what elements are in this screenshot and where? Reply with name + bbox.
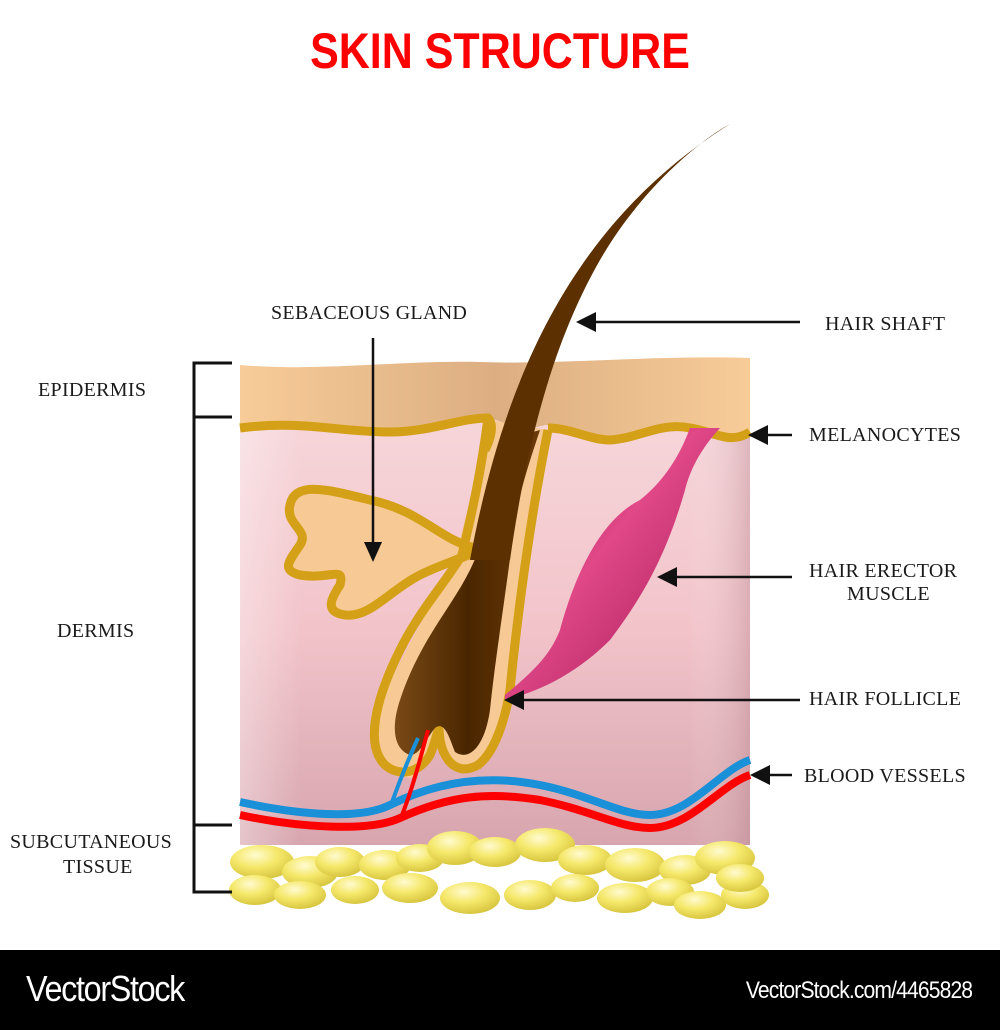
diagram-title: SKIN STRUCTURE [310, 23, 690, 79]
label-epidermis: EPIDERMIS [38, 379, 147, 401]
label-dermis: DERMIS [57, 620, 135, 642]
watermark-footer: VectorStock VectorStock.com/4465828 [0, 950, 1000, 1030]
label-subcutaneous-line2: TISSUE [63, 856, 133, 878]
brand-logo: VectorStock [26, 968, 185, 1009]
callout-arrows [364, 312, 800, 785]
artery [239, 771, 752, 833]
label-hair-erector-line2: MUSCLE [847, 583, 930, 605]
label-hair-follicle: HAIR FOLLICLE [809, 688, 962, 710]
hair-shaft [470, 124, 730, 560]
label-melanocytes: MELANOCYTES [809, 424, 962, 446]
epidermis-layer [240, 357, 750, 439]
layer-bracket [192, 361, 232, 894]
hair-erector-muscle [505, 428, 720, 700]
sebaceous-gland [284, 484, 480, 620]
label-subcutaneous-line1: SUBCUTANEOUS [10, 831, 173, 853]
image-reference: VectorStock.com/4465828 [745, 977, 973, 1004]
hair-follicle [369, 417, 553, 777]
fat-cells [229, 828, 769, 919]
label-sebaceous-gland: SEBACEOUS GLAND [271, 302, 468, 324]
label-hair-erector-line1: HAIR ERECTOR [809, 560, 958, 582]
vein [239, 756, 752, 820]
basement-membrane [239, 413, 496, 453]
label-blood-vessels: BLOOD VESSELS [804, 765, 966, 787]
skin-cross-section [192, 124, 800, 919]
label-hair-shaft: HAIR SHAFT [825, 313, 946, 335]
